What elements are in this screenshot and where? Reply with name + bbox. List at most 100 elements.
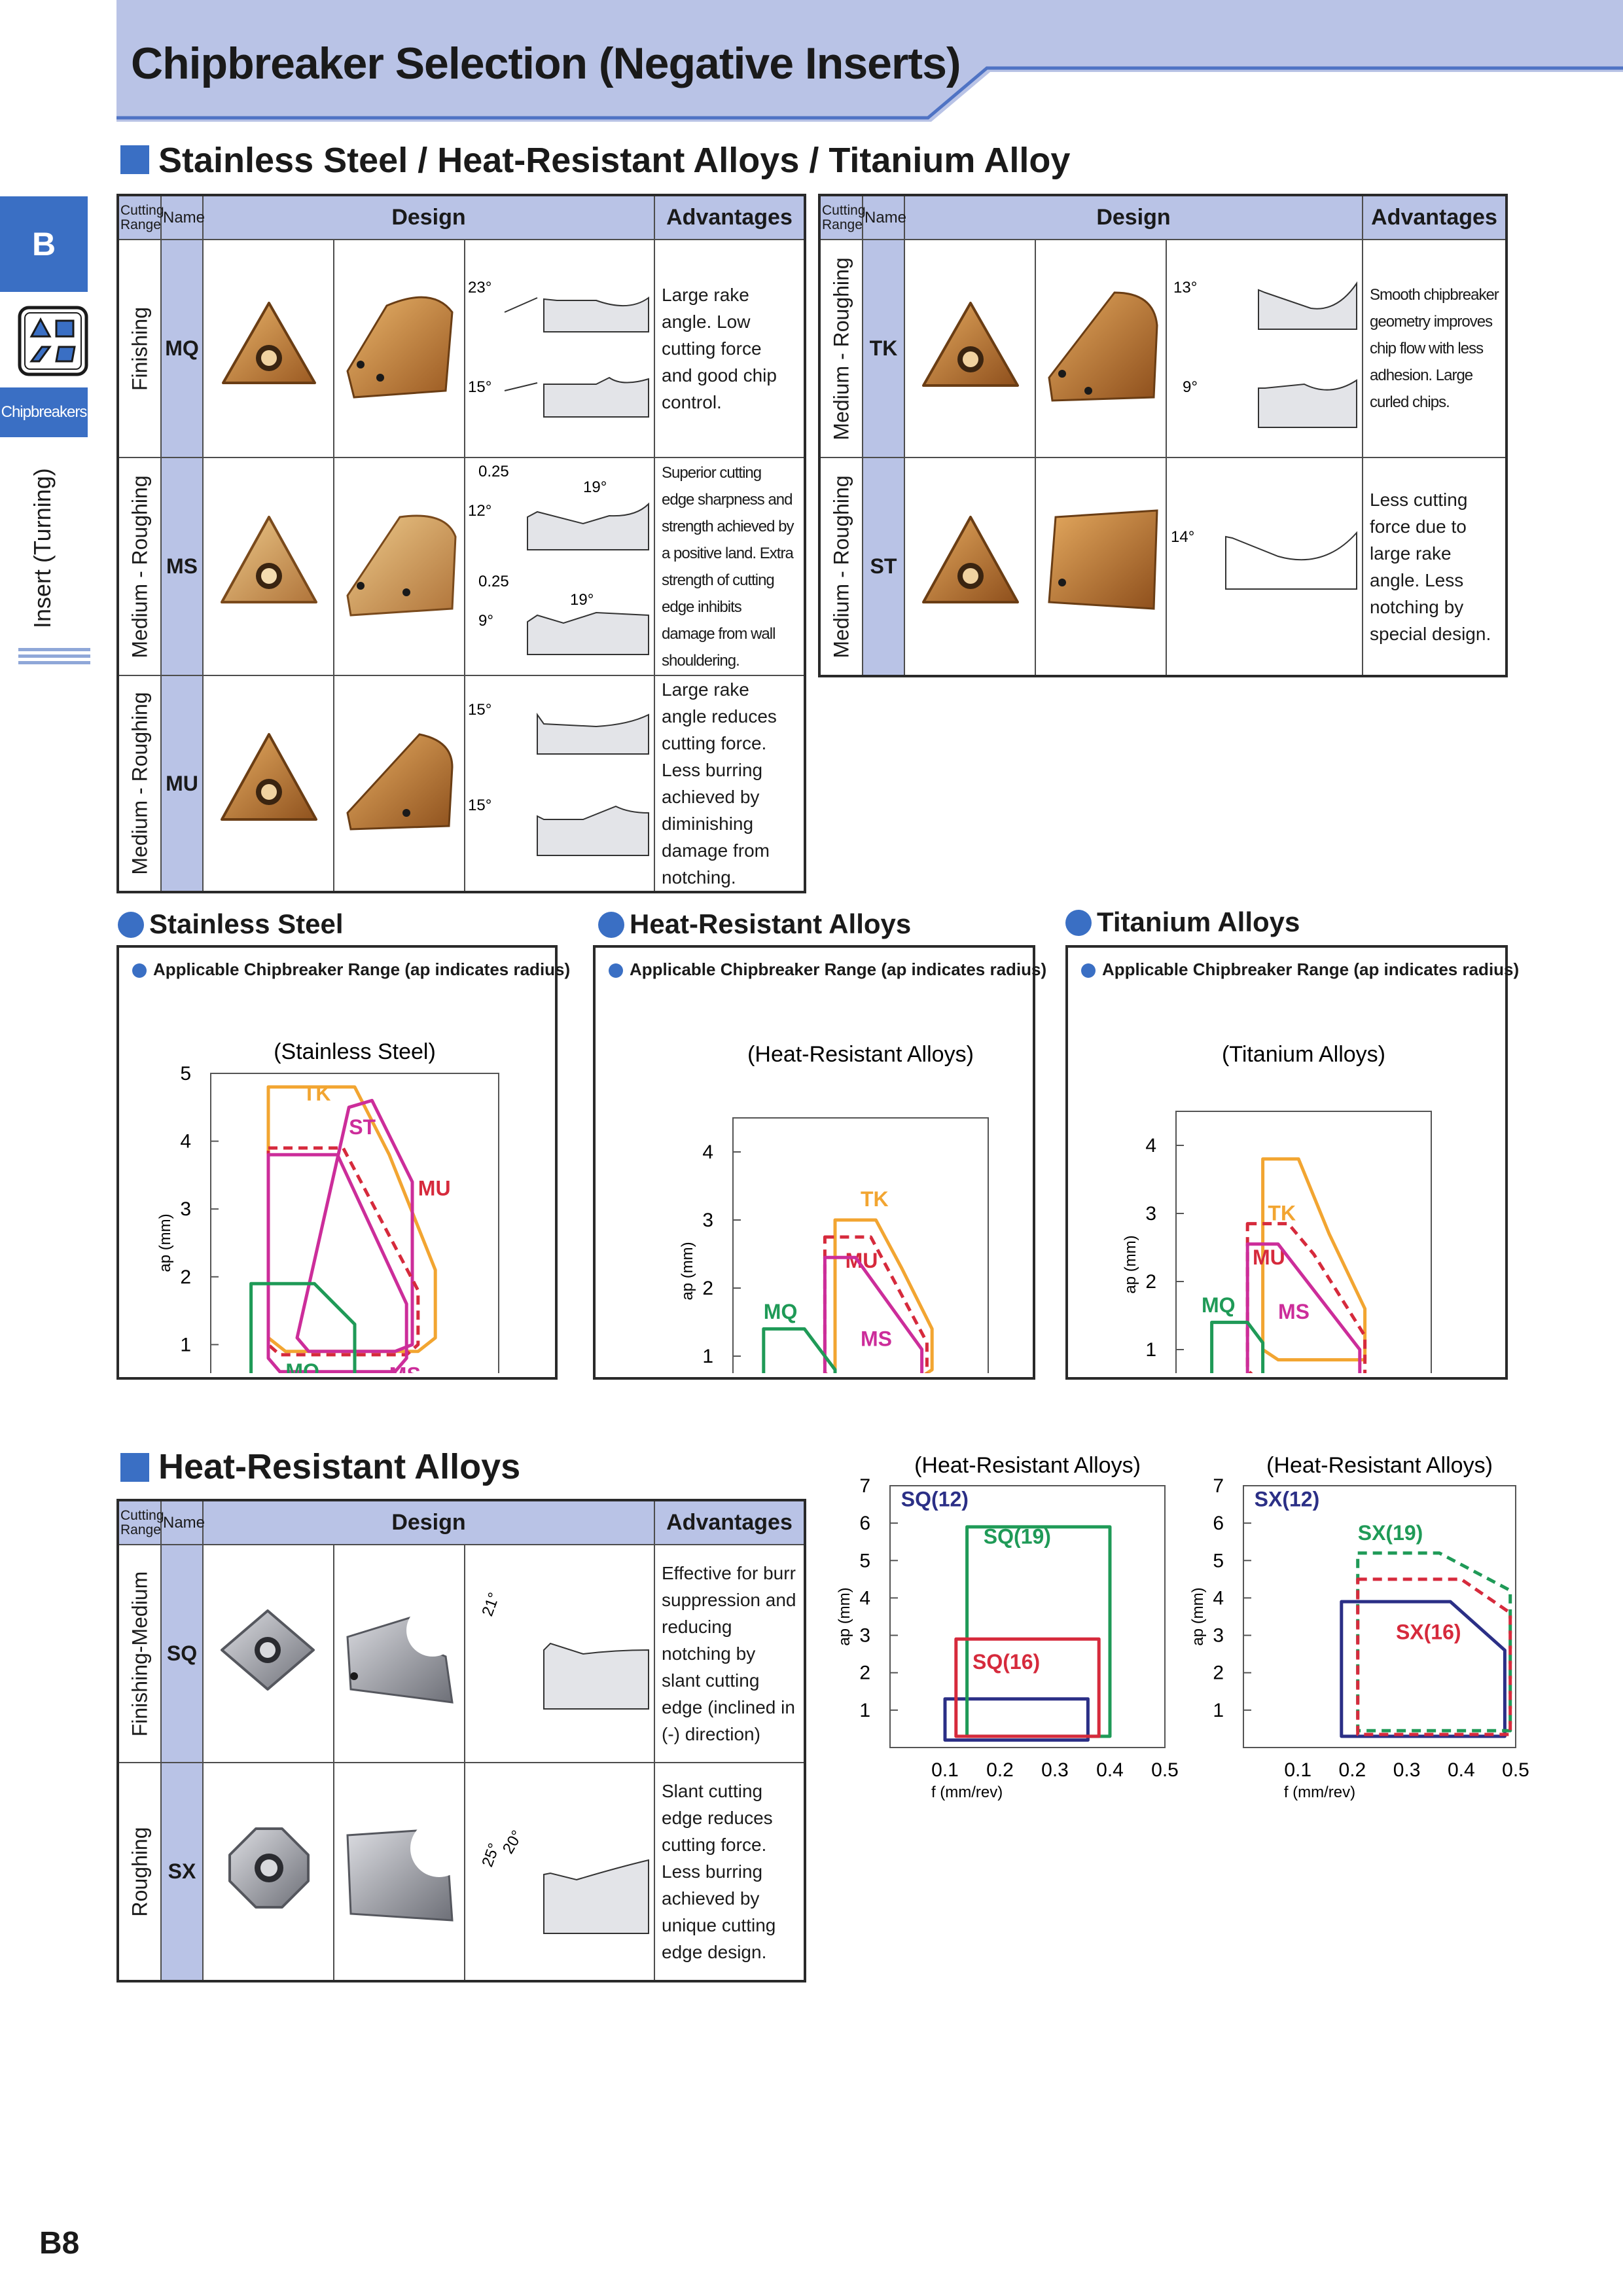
sidebar-rule (18, 655, 90, 658)
col-header-design: Design (202, 194, 655, 240)
caption-dot (1081, 963, 1096, 978)
y-axis-label: ap (mm) (156, 1213, 174, 1272)
series-label: MS (1278, 1300, 1310, 1323)
section-letter-tab[interactable]: B (0, 196, 88, 292)
series-outline (1245, 1242, 1362, 1373)
section-marker (120, 145, 149, 174)
advantages-text: Large rake angle. Low cutting force and … (654, 239, 806, 458)
col-header-range: Cutting Range (819, 194, 866, 240)
x-tick-label: 0.4 (1448, 1759, 1475, 1781)
caption-dot (132, 963, 147, 978)
advantages-text: Effective for burr suppression and reduc… (654, 1544, 806, 1763)
x-tick-label: 0.4 (1096, 1759, 1124, 1781)
y-tick-label: 3 (1145, 1203, 1156, 1225)
range-cell: Medium - Roughing (117, 457, 162, 676)
edge-profile-diagram: 25° 20° (478, 1827, 649, 1934)
dimension-label: 0.25 (478, 573, 509, 590)
col-header-range: Cutting Range (117, 194, 164, 240)
insert-image-cell (202, 1544, 334, 1763)
series-outline (1261, 1157, 1367, 1362)
chart-title: (Heat-Resistant Alloys) (747, 1042, 974, 1067)
plot-frame (1175, 1111, 1432, 1373)
section-marker (120, 1453, 149, 1482)
y-tick-label: 2 (702, 1278, 713, 1299)
square-insert-icon (221, 1609, 315, 1691)
chart-caption: Applicable Chipbreaker Range (ap indicat… (1081, 960, 1519, 980)
caption-text: Applicable Chipbreaker Range (ap indicat… (1102, 960, 1520, 979)
chipbreakers-tab[interactable]: Chipbreakers (0, 387, 88, 437)
angle-label: 19° (583, 478, 607, 496)
y-tick-label: 4 (1213, 1587, 1224, 1609)
angle-label: 23° (468, 279, 491, 296)
series-label: SQ(12) (901, 1487, 969, 1511)
chart-box: Applicable Chipbreaker Range (ap indicat… (1065, 945, 1519, 1380)
angle-label: 21° (478, 1590, 503, 1619)
series-label: ST (349, 1115, 376, 1139)
series-label: MQ (764, 1300, 798, 1323)
y-tick-label: 6 (1213, 1513, 1224, 1534)
range-cell: Medium - Roughing (819, 239, 863, 458)
insert-image-cell (202, 457, 334, 676)
insert-closeup-cell (333, 675, 465, 893)
insert-closeup-icon (346, 1604, 459, 1704)
series-label: TK (861, 1187, 889, 1211)
insert-closeup-icon (346, 1820, 468, 1922)
edge-profile-diagram: 14° (1171, 528, 1357, 590)
sidebar-rule (18, 661, 90, 664)
insert-closeup-icon (1048, 291, 1158, 402)
y-tick-label: 1 (1213, 1700, 1224, 1721)
y-tick-label: 3 (859, 1625, 870, 1647)
series-outline (823, 1255, 924, 1373)
dimension-label: 0.25 (478, 463, 509, 480)
series-label: SX(16) (1396, 1620, 1461, 1643)
page-number: B8 (39, 2226, 80, 2261)
chipbreaker-table-left: Cutting Range Name Design Advantages Fin… (116, 194, 806, 893)
angle-label: 19° (570, 591, 594, 609)
triangle-insert-icon (922, 302, 1019, 387)
range-cell: Roughing (117, 1762, 162, 1982)
col-header-advantages: Advantages (654, 1499, 806, 1545)
series-outline (266, 1085, 437, 1354)
range-label: Finishing-Medium (128, 1571, 151, 1736)
chart-box: Applicable Chipbreaker Range (ap indicat… (116, 945, 570, 1380)
y-axis-label: ap (mm) (1189, 1587, 1207, 1645)
chart-title: (Heat-Resistant Alloys) (1266, 1453, 1493, 1478)
angle-label: 14° (1171, 528, 1194, 546)
plot-frame (1243, 1485, 1516, 1748)
chart-title: (Heat-Resistant Alloys) (914, 1453, 1141, 1478)
caption-text: Applicable Chipbreaker Range (ap indicat… (153, 960, 571, 979)
series-label: SQ(16) (972, 1650, 1040, 1674)
y-tick-label: 5 (1213, 1550, 1224, 1571)
y-tick-label: 4 (859, 1587, 870, 1609)
y-tick-label: 3 (702, 1210, 713, 1231)
series-label: MU (846, 1249, 878, 1272)
y-axis-label: ap (mm) (679, 1242, 696, 1300)
series-outline (266, 1153, 408, 1373)
y-tick-label: 2 (1145, 1271, 1156, 1293)
insert-image-cell (202, 1762, 334, 1982)
range-cell: Medium - Roughing (819, 457, 863, 677)
y-tick-label: 5 (859, 1550, 870, 1571)
angle-label: 9° (1183, 378, 1198, 396)
chart-heading: Heat-Resistant Alloys (630, 908, 912, 939)
range-label: Roughing (128, 1827, 151, 1916)
series-outline (943, 1697, 1090, 1742)
plot-frame (732, 1117, 989, 1373)
col-header-name: Name (160, 1499, 205, 1545)
col-header-design: Design (904, 194, 1363, 240)
section2-title: Heat-Resistant Alloys (158, 1447, 521, 1486)
range-cell: Finishing (117, 239, 162, 458)
range-cell: Medium - Roughing (117, 675, 162, 893)
edge-profile-cell: 25° 20° (464, 1762, 655, 1982)
triangle-insert-icon (222, 302, 316, 384)
angle-label: 13° (1173, 279, 1197, 296)
octagon-insert-icon (228, 1827, 310, 1909)
edge-profile-cell: 0.25 12° 19° 0.25 19° 9° (464, 457, 655, 676)
series-outline (1245, 1222, 1367, 1373)
series-outline (823, 1235, 929, 1373)
range-label: Finishing (128, 306, 151, 391)
edge-profile-cell: 21° (464, 1544, 655, 1763)
chart-titanium: (Titanium Alloys)12340.10.20.30.40.5f (m… (1122, 1042, 1432, 1373)
chart-title: (Titanium Alloys) (1222, 1042, 1385, 1067)
